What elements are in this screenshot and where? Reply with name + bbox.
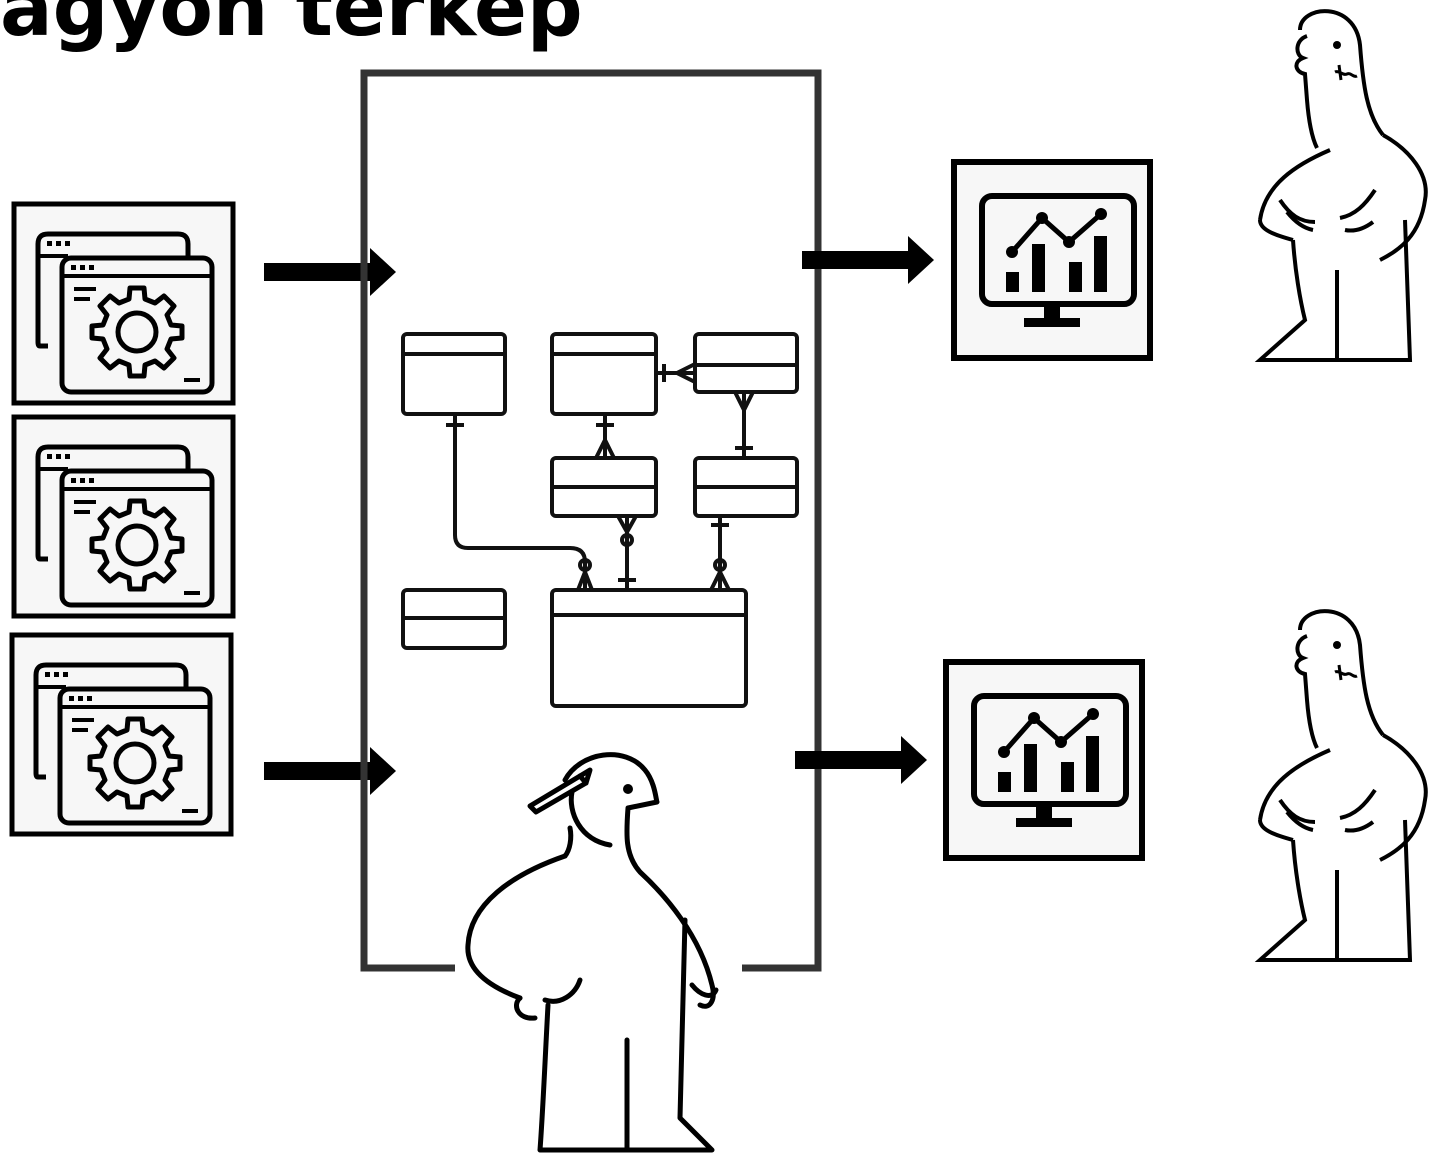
confused-person [1258, 609, 1428, 962]
input-arrow [264, 248, 396, 296]
central-box [360, 69, 822, 972]
source-settings-window-icon [12, 635, 231, 834]
entity-table [550, 456, 658, 518]
source-settings-window-icon [14, 417, 233, 616]
thinking-person-with-pencil [465, 752, 719, 1153]
diagram-title: agyon térkép [0, 0, 583, 54]
entity-table [550, 588, 748, 708]
source-settings-window-icon [14, 204, 233, 403]
dashboard-monitor-icon [946, 662, 1142, 858]
entity-table [401, 588, 507, 650]
dashboard-monitor-icon [954, 162, 1150, 358]
entity-table [401, 332, 507, 416]
input-arrow [264, 747, 396, 795]
er-diagram [401, 332, 799, 708]
entity-table [693, 456, 799, 518]
confused-person [1258, 9, 1428, 362]
entity-table [550, 332, 658, 416]
entity-table [693, 332, 799, 394]
output-arrow [802, 236, 934, 284]
